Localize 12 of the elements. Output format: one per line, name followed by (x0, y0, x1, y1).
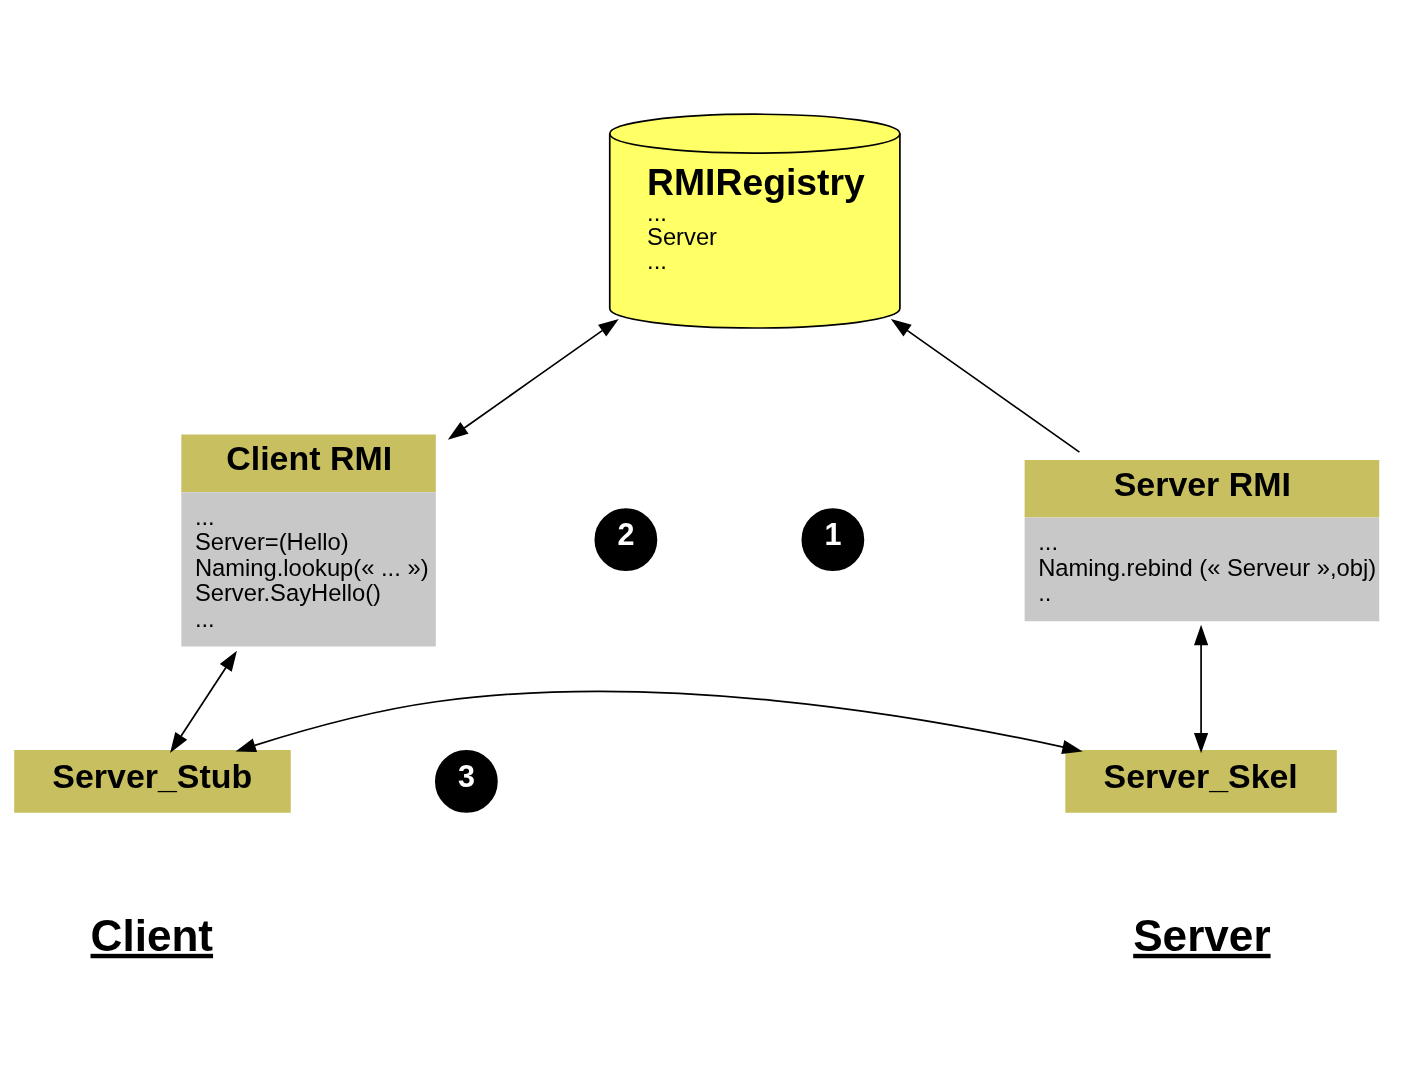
arrow (447, 318, 619, 440)
node-box: Server_Skel (1065, 750, 1337, 813)
label: 2 (617, 517, 635, 552)
arrow (170, 650, 237, 753)
arrow (890, 318, 1081, 453)
label: Client (90, 910, 214, 960)
label: Server (1133, 910, 1271, 960)
label: 1 (824, 517, 842, 552)
label: 3 (457, 759, 475, 794)
arrow (1193, 624, 1209, 754)
node-box: Server_Stub (14, 750, 291, 813)
arrow (235, 690, 1083, 754)
